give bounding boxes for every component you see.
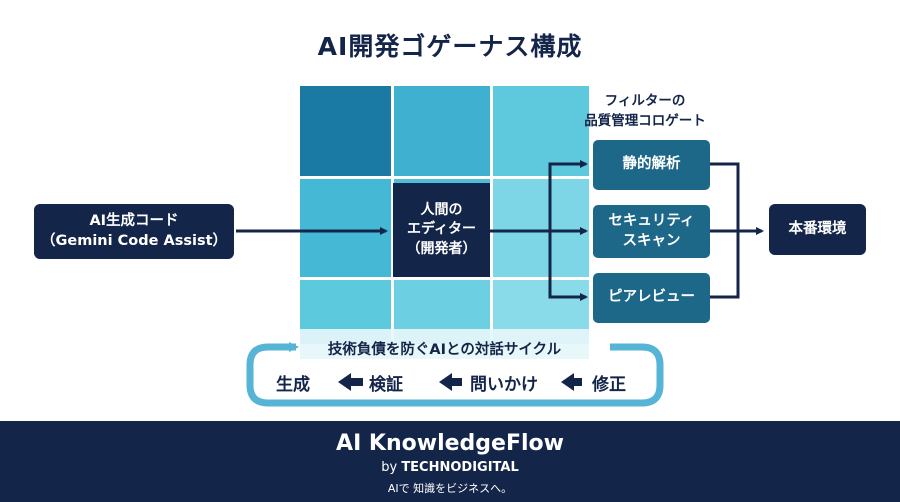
filter-title: フィルターの 品質管理コロゲート [560, 92, 730, 131]
source-line2: （Gemini Code Assist） [40, 232, 228, 249]
grid-cell [394, 86, 490, 176]
grid-cell [300, 86, 391, 176]
gate-peer-review-label: ピアレビュー [608, 289, 695, 306]
footer-title: AI KnowledgeFlow [336, 431, 564, 456]
grid-cell [493, 86, 589, 176]
cycle-step-verify: 検証 [369, 375, 403, 395]
cycle-band [300, 329, 589, 359]
filter-title-line2: 品質管理コロゲート [584, 112, 706, 129]
footer-byline: by TECHNODIGITAL [0, 460, 900, 475]
gate-static-analysis: 静的解析 [593, 140, 710, 190]
cycle-step-arrow [452, 378, 462, 386]
footer-brand: TECHNODIGITAL [401, 460, 519, 475]
gate-security-scan: セキュリティ スキャン [593, 205, 710, 258]
diagram-title: AI開発ゴゲーナス構成 [317, 32, 583, 61]
cycle-loop [246, 342, 664, 407]
cycle-title: 技術負債を防ぐAIとの対話サイクル [327, 342, 562, 358]
connector-layer [236, 160, 764, 407]
footer-banner: AI KnowledgeFlow by TECHNODIGITAL AIで 知識… [0, 421, 900, 502]
source-line1: AI生成コード [89, 212, 179, 229]
cycle-step-arrow [338, 373, 351, 391]
human-line1: 人間の [420, 201, 463, 218]
cycle-step-arrow [351, 378, 363, 386]
filter-title-line1: フィルターの [604, 93, 686, 109]
source-box: AI生成コード （Gemini Code Assist） [34, 204, 234, 259]
footer-tagline: AIで 知識をビジネスへ。 [387, 482, 513, 495]
branch-connector [548, 160, 588, 231]
gate-peer-review: ピアレビュー [593, 273, 710, 323]
cycle-step-arrow [439, 373, 452, 391]
human-line3: （開発者） [406, 240, 477, 257]
cycle-step-fix: 修正 [592, 375, 626, 395]
gate-security-line2: スキャン [622, 232, 681, 249]
cycle-step-generate: 生成 [276, 375, 310, 395]
production-box: 本番環境 [769, 204, 866, 255]
production-label: 本番環境 [788, 220, 847, 237]
human-line2: エディター [406, 221, 477, 238]
cycle-step-question: 問いかけ [470, 375, 538, 395]
grid-cell [493, 179, 589, 277]
branch-connector [548, 231, 588, 301]
cycle-step-arrow [561, 373, 574, 391]
footer-by-prefix: by [381, 460, 402, 475]
human-editor-box: 人間の エディター （開発者） [393, 183, 490, 277]
cycle-step-arrow [574, 378, 582, 386]
grid-cell [300, 179, 391, 277]
gate-static-analysis-label: 静的解析 [622, 156, 681, 173]
gate-security-line1: セキュリティ [608, 212, 695, 229]
